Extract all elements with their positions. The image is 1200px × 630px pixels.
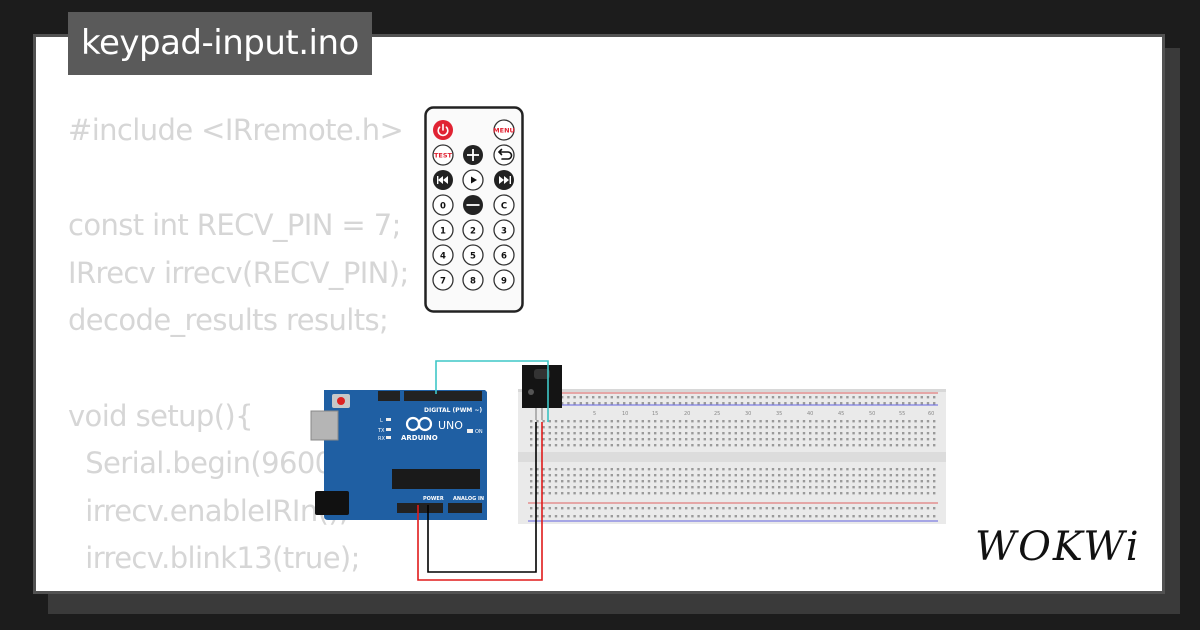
column-number: 50 (869, 411, 875, 417)
code-line: void setup(){ (68, 398, 254, 433)
arduino-model: UNO (438, 419, 463, 432)
code-line: IRrecv irrecv(RECV_PIN); (68, 255, 409, 290)
code-line: irrecv.enableIRIn(); (68, 493, 349, 528)
code-editor[interactable]: #include <IRremote.h> const int RECV_PIN … (68, 107, 409, 591)
column-number: 40 (807, 411, 813, 417)
header-top-left (378, 391, 400, 401)
breadboard-center-channel (518, 452, 946, 462)
remote-key-6[interactable] (493, 244, 515, 266)
remote-key-6-label: 6 (501, 252, 507, 262)
analog-label: ANALOG IN (453, 496, 484, 502)
plus-icon (467, 149, 479, 161)
column-number: 10 (622, 411, 628, 417)
remote-key-7-label: 7 (440, 277, 446, 287)
remote-key-menu-label: MENU (493, 127, 515, 135)
arduino-brand: ARDUINO (401, 434, 438, 442)
led-l-label: L (380, 418, 383, 424)
breadboard-column-numbers: 5 10 15 20 25 30 35 40 45 50 55 60 (593, 411, 934, 417)
remote-key-c-label: C (501, 202, 507, 212)
led-l (386, 418, 391, 421)
remote-key-8-label: 8 (470, 277, 476, 287)
remote-key-0[interactable] (432, 194, 454, 216)
ir-receiver-dome (534, 369, 550, 379)
play-icon (471, 176, 477, 184)
code-line: #include <IRremote.h> (68, 113, 404, 147)
remote-key-3[interactable] (493, 219, 515, 241)
code-line: irrecv.blink13(true); (68, 541, 360, 576)
header-digital[interactable] (404, 391, 482, 401)
code-line: } (68, 583, 409, 591)
column-number: 25 (714, 411, 720, 417)
led-tx (386, 428, 391, 431)
remote-key-menu[interactable] (493, 119, 515, 141)
led-rx-label: RX (378, 436, 385, 442)
ir-receiver[interactable] (522, 365, 562, 420)
remote-key-1[interactable] (432, 219, 454, 241)
ir-remote[interactable]: MENU TEST 0 C 1 2 3 4 5 (424, 106, 524, 313)
ir-receiver-led (528, 389, 534, 395)
digital-label: DIGITAL (PWM ~) (424, 407, 482, 414)
atmega-chip (392, 469, 480, 489)
breadboard-edge (518, 389, 946, 392)
remote-key-2-label: 2 (470, 227, 476, 237)
led-rx (386, 436, 391, 439)
power-label: POWER (423, 496, 444, 502)
remote-key-4[interactable] (432, 244, 454, 266)
back-icon (497, 148, 513, 160)
column-number: 30 (745, 411, 751, 417)
remote-key-9-label: 9 (501, 277, 507, 287)
remote-key-1-label: 1 (440, 227, 446, 237)
remote-key-c[interactable] (493, 194, 515, 216)
remote-key-test-label: TEST (434, 152, 453, 160)
file-name-tab[interactable]: keypad-input.ino (68, 12, 372, 75)
column-number: 20 (684, 411, 690, 417)
column-number: 15 (652, 411, 658, 417)
code-line: const int RECV_PIN = 7; (68, 208, 401, 243)
arduino-infinity-icon (405, 416, 433, 432)
remote-key-test[interactable] (432, 144, 454, 166)
next-icon (499, 176, 511, 184)
column-number: 35 (776, 411, 782, 417)
remote-key-8[interactable] (462, 269, 484, 291)
code-line: Serial.begin(9600); (68, 446, 353, 481)
remote-key-4-label: 4 (440, 252, 446, 262)
remote-key-5-label: 5 (470, 252, 476, 262)
remote-key-9[interactable] (493, 269, 515, 291)
wire-ground[interactable] (427, 422, 537, 573)
remote-key-0-label: 0 (440, 202, 446, 212)
column-number: 55 (899, 411, 905, 417)
wokwi-logo: WOKWi (975, 524, 1141, 570)
remote-key-7[interactable] (432, 269, 454, 291)
arduino-uno[interactable]: DIGITAL (PWM ~) ON L TX RX ARDUINO UNO P… (310, 390, 487, 520)
wire-signal[interactable] (435, 360, 549, 422)
column-number: 5 (593, 411, 596, 417)
usb-port[interactable] (310, 410, 339, 441)
remote-key-back[interactable] (493, 144, 515, 166)
prev-icon (437, 176, 448, 184)
code-line: decode_results results; (68, 303, 389, 338)
remote-key-3-label: 3 (501, 227, 507, 237)
editor-card: #include <IRremote.h> const int RECV_PIN … (33, 34, 1165, 594)
power-icon (437, 123, 449, 137)
remote-key-5[interactable] (462, 244, 484, 266)
column-number: 45 (838, 411, 844, 417)
power-jack[interactable] (315, 491, 349, 515)
remote-key-2[interactable] (462, 219, 484, 241)
wire-power[interactable] (417, 422, 543, 581)
led-on-label: ON (475, 429, 483, 435)
breadboard[interactable]: 5 10 15 20 25 30 35 40 45 50 55 60 (518, 389, 946, 524)
header-analog[interactable] (448, 503, 482, 513)
header-power[interactable] (397, 503, 443, 513)
reset-button[interactable] (337, 397, 345, 405)
column-number: 60 (928, 411, 934, 417)
led-tx-label: TX (377, 428, 385, 434)
led-on (467, 429, 473, 433)
